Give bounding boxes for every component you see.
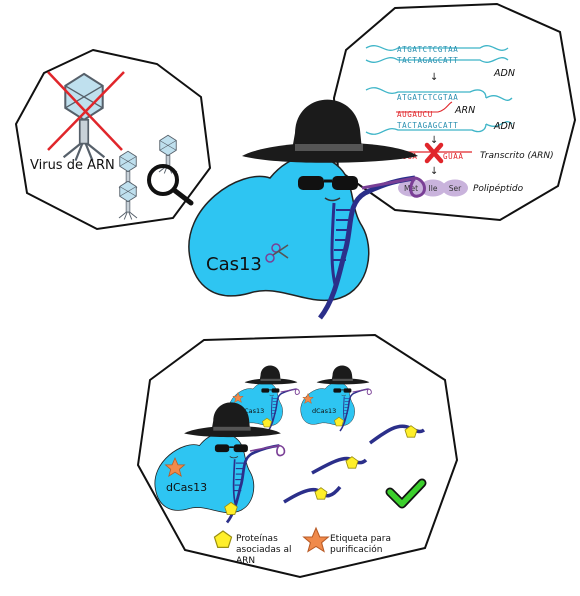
polypeptide: Met Ile Ser xyxy=(398,179,468,197)
arrow-icon: ↓ xyxy=(430,166,438,177)
dcas13-protein-small: dCas13 xyxy=(227,364,301,432)
virus-panel: Virus de ARN xyxy=(14,48,212,231)
legend-rbp-label: Proteínas asociadas al ARN xyxy=(236,534,294,566)
transcript-label: Transcrito (ARN) xyxy=(480,151,554,161)
dna-double-strand: ATGATCTCGTAA TACTAGAGCATT xyxy=(365,45,509,65)
dna-top-strand-open: ATGATCTCGTAA xyxy=(397,93,458,102)
legend-rbp-line: Proteínas xyxy=(236,534,278,544)
cas13-protein: Cas13 xyxy=(189,100,425,318)
rna-label: ARN xyxy=(454,105,475,116)
virus-panel-label: Virus de ARN xyxy=(30,158,115,173)
legend-rbp-line: ARN xyxy=(236,556,255,566)
dcas13-protein-large: dCas13 xyxy=(153,401,286,524)
peptide-residue: Ile xyxy=(429,184,438,193)
crossed-virus-icon xyxy=(47,71,125,162)
scissors-icon xyxy=(265,243,289,263)
dcas-panel: dCas13 dCas13 dCas13 xyxy=(136,333,459,579)
cas13-label: Cas13 xyxy=(206,254,262,275)
dcas13-label-small: dCas13 xyxy=(240,407,264,415)
peptide-label: Polipéptido xyxy=(473,183,524,194)
dcas-panel-frame xyxy=(136,333,459,579)
legend-tag-label: Etiqueta para purificación xyxy=(330,534,394,555)
legend-rbp-line: asociadas al xyxy=(236,545,291,555)
magnifier-icon xyxy=(147,164,194,206)
arrow-icon: ↓ xyxy=(430,135,438,146)
arrow-icon: ↓ xyxy=(430,72,438,83)
dcas13-label-large: dCas13 xyxy=(166,481,207,494)
free-rna-strands xyxy=(283,424,426,504)
dna-bottom-strand-open: TACTAGAGCATT xyxy=(397,121,458,130)
transcription-bubble: ATGATCTCGTAA AUGAUCU TACTAGAGCATT xyxy=(365,87,513,135)
rna-strand: AUGAUCU xyxy=(397,110,433,119)
legend: Proteínas asociadas al ARN Etiqueta para… xyxy=(213,527,394,566)
check-icon-fill xyxy=(387,480,425,507)
dna-top-strand: ATGATCTCGTAA xyxy=(397,45,458,54)
cut-x-icon xyxy=(424,142,444,164)
peptide-residue: Ser xyxy=(449,184,462,193)
dcas13-protein-small: dCas13 xyxy=(299,364,373,432)
transcript-right: GUAA xyxy=(443,152,463,161)
dna-panel: ATGATCTCGTAA TACTAGAGCATT ADN ↓ ATGATCTC… xyxy=(332,2,577,222)
dna-bottom-strand: TACTAGAGCATT xyxy=(397,56,458,65)
legend-tag-line: purificación xyxy=(330,544,382,555)
legend-tag-line: Etiqueta para xyxy=(330,534,391,544)
dna-label: ADN xyxy=(493,68,515,79)
dcas13-label-small: dCas13 xyxy=(312,407,336,415)
dna-label-2: ADN xyxy=(493,121,515,132)
